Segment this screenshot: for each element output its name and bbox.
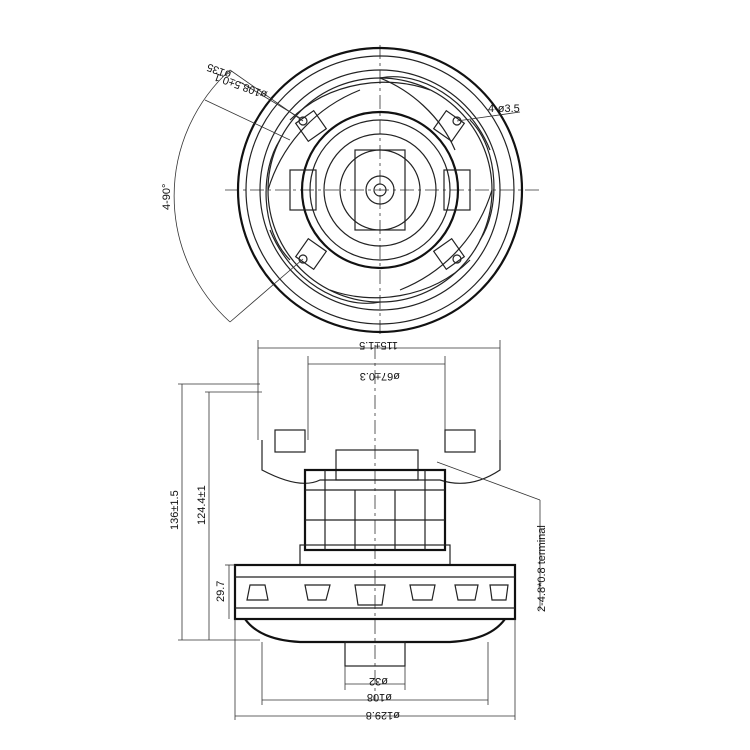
angle-arc — [173, 69, 231, 323]
label-terminal: 2-4.8*0.8 terminal — [536, 525, 548, 612]
side-view: 115±1.5 ø67±0.3 — [169, 339, 548, 721]
label-mount-diameter: ø108.5±0.1 — [213, 70, 269, 100]
fan-housing — [233, 563, 517, 621]
mount-hole — [452, 254, 462, 264]
label-shaft-diameter: ø32 — [369, 675, 388, 687]
fan-vents — [246, 584, 509, 606]
label-fan-diameter: ø129.8 — [366, 709, 400, 721]
mount-hole — [452, 116, 462, 126]
top-view: ø135 ø108.5±0.1 4-ø3.5 4-90° — [161, 45, 540, 335]
label-angle: 4-90° — [161, 184, 173, 210]
label-height-total: 136±1.5 — [169, 490, 181, 530]
label-height-fan: 29.7 — [215, 581, 227, 602]
mount-hole — [298, 254, 308, 264]
label-inner-diameter: ø67±0.3 — [360, 370, 400, 382]
outer-rim-circle — [236, 46, 524, 334]
top-cap — [261, 440, 501, 484]
label-base-diameter: ø108 — [367, 691, 392, 703]
label-holes: 4-ø3.5 — [488, 103, 520, 115]
motor-housing-circle — [300, 110, 460, 270]
shaft-hub — [344, 641, 406, 667]
label-width-top: 115±1.5 — [359, 339, 398, 351]
motor-body — [303, 468, 447, 552]
mount-hole — [298, 116, 308, 126]
label-height-motor: 124.4±1 — [196, 485, 208, 525]
